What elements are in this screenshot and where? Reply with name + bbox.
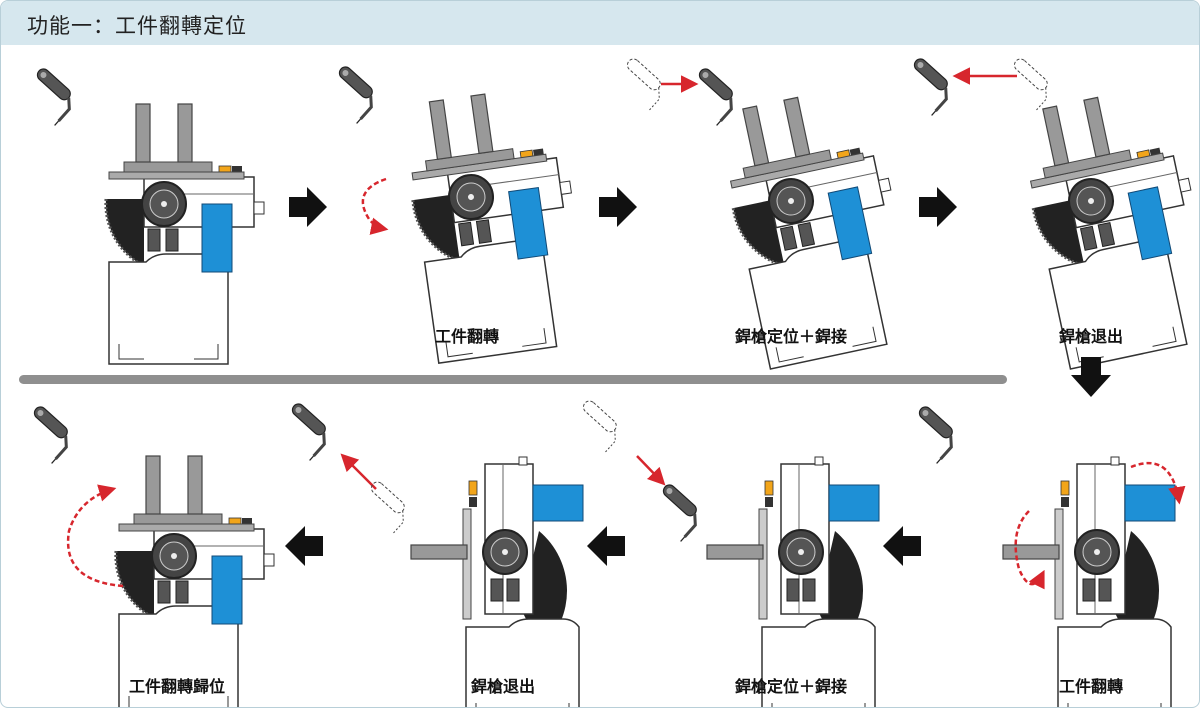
caption-step-7: 銲槍退出: [470, 677, 535, 696]
row-divider: [19, 375, 1007, 384]
step-2-figure: [319, 63, 594, 366]
step-6-figure: [568, 398, 880, 707]
caption-step-6: 銲槍定位＋銲接: [734, 677, 847, 696]
page-title: 功能一：工件翻轉定位: [27, 14, 247, 38]
step-7-figure: [272, 400, 584, 707]
flow-arrow-right-icon: [919, 187, 957, 227]
flow-arrow-left-icon: [587, 526, 625, 566]
step-4-figure: [894, 55, 1199, 372]
caption-step-5: 工件翻轉: [1058, 677, 1123, 696]
torch-icon: [899, 403, 963, 465]
torch-icon: [14, 403, 78, 465]
flow-arrow-down-icon: [1071, 357, 1111, 397]
torch-move-arrow: [636, 455, 666, 486]
torch-icon: [894, 55, 958, 117]
flow-arrow-left-icon: [883, 526, 921, 566]
rotation-arrow-icon: [1130, 461, 1186, 505]
rotation-arrow-icon: [66, 484, 124, 588]
torch-move-arrow: [340, 453, 377, 490]
caption-step-4: 銲槍退出: [1058, 327, 1123, 346]
torch-icon: [272, 400, 336, 462]
flow-arrow-right-icon: [599, 187, 637, 227]
caption-step-2: 工件翻轉: [434, 327, 499, 346]
header-bar: 功能一：工件翻轉定位: [1, 1, 1199, 45]
torch-icon: [17, 65, 81, 127]
step-5-figure: [899, 403, 1186, 707]
step-1-figure: [17, 65, 266, 366]
step-8-figure: [14, 403, 276, 707]
rotation-arrow-icon: [361, 177, 389, 235]
torch-icon: [679, 65, 743, 127]
caption-step-3: 銲槍定位＋銲接: [734, 327, 847, 346]
torch-icon: [319, 63, 383, 125]
step-3-figure: [612, 56, 924, 372]
flow-arrow-right-icon: [289, 187, 327, 227]
caption-step-8: 工件翻轉歸位: [128, 677, 225, 696]
torch-icon: [643, 481, 707, 543]
flow-arrow-left-icon: [285, 526, 323, 566]
